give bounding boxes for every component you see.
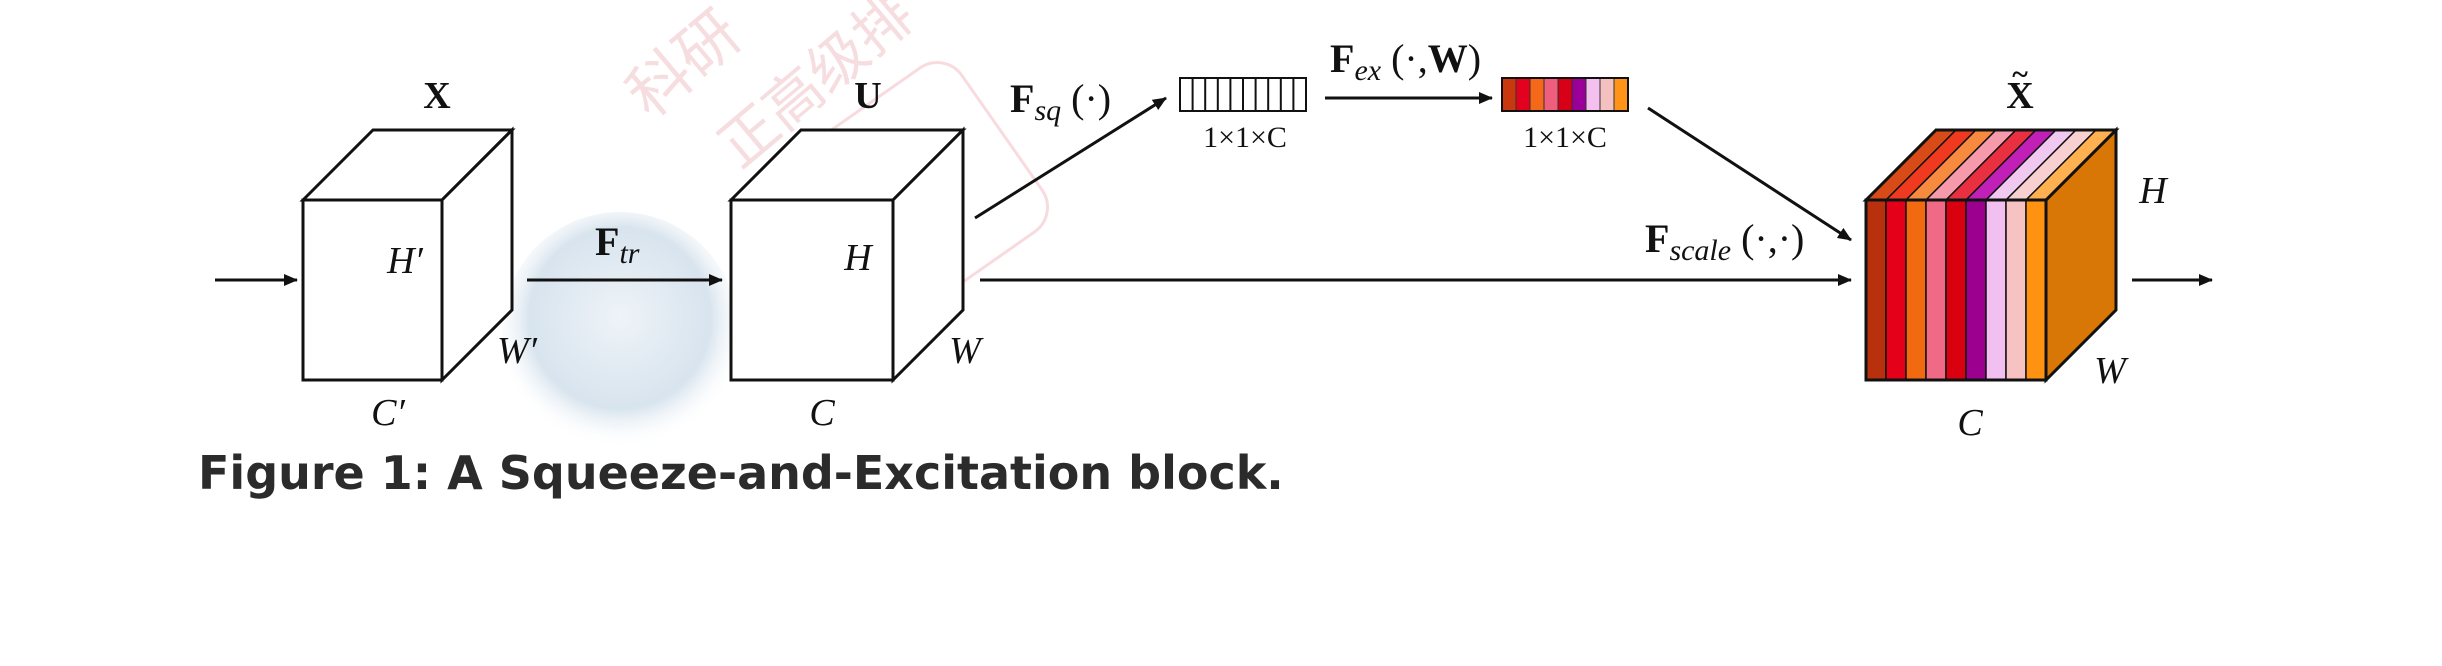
feature-height-label: H <box>843 237 874 279</box>
excitation-to-scale-arrow <box>1647 106 1852 242</box>
excitation-vector-cell <box>1571 77 1587 112</box>
input-tensor-label: X <box>423 75 450 117</box>
excitation-vector-cell <box>1543 77 1559 112</box>
excitation-vector <box>1501 77 1629 112</box>
output-height-label: H <box>2138 170 2169 212</box>
excitation-vector-cell <box>1613 77 1629 112</box>
output-tensor-label: X <box>2006 75 2033 117</box>
excitation-vector-cell <box>1557 77 1573 112</box>
squeeze-arrow <box>974 96 1167 220</box>
output-front-slab <box>1905 199 1927 381</box>
input-tensor-x <box>299 126 516 384</box>
input-width-label: W′ <box>497 330 538 372</box>
figure-caption: Figure 1: A Squeeze-and-Excitation block… <box>198 446 1284 500</box>
watermark-globe <box>502 212 738 448</box>
output-width-label: W <box>2094 350 2129 392</box>
output-front-slab <box>1885 199 1907 381</box>
output-channels-label: C <box>1957 402 1983 444</box>
excitation-vector-cell <box>1599 77 1615 112</box>
output-front-slab <box>2005 199 2027 381</box>
output-front-slab <box>2025 199 2047 381</box>
squeeze-label: Fsq (·) <box>1010 76 1111 127</box>
excitation-vector-label: 1×1×C <box>1523 121 1607 154</box>
squeeze-vector <box>1179 77 1307 112</box>
transform-label: Ftr <box>595 219 640 270</box>
excitation-vector-cell <box>1529 77 1545 112</box>
output-front-slab <box>1945 199 1967 381</box>
excitation-vector-cell <box>1515 77 1531 112</box>
feature-width-label: W <box>949 330 984 372</box>
feature-tensor-label: U <box>854 75 881 117</box>
excitation-vector-cell <box>1501 77 1517 112</box>
output-tilde: ~ <box>2012 58 2028 91</box>
squeeze-vector-label: 1×1×C <box>1203 121 1287 154</box>
scale-label: Fscale (·,·) <box>1645 216 1804 267</box>
input-channels-label: C′ <box>371 392 405 434</box>
output-tensor-x-tilde <box>1862 126 2120 384</box>
output-front-slab <box>1865 199 1887 381</box>
excitation-vector-frame <box>1501 77 1629 112</box>
output-top-frame <box>1862 128 2120 202</box>
feature-tensor-u <box>727 126 967 384</box>
input-height-label: H′ <box>386 240 423 282</box>
excitation-label: Fex (·,W) <box>1330 36 1481 87</box>
output-front-slab <box>1965 199 1987 381</box>
output-front-slab <box>1985 199 2007 381</box>
output-front-slab <box>1925 199 1947 381</box>
excitation-vector-cell <box>1585 77 1601 112</box>
feature-channels-label: C <box>809 392 835 434</box>
